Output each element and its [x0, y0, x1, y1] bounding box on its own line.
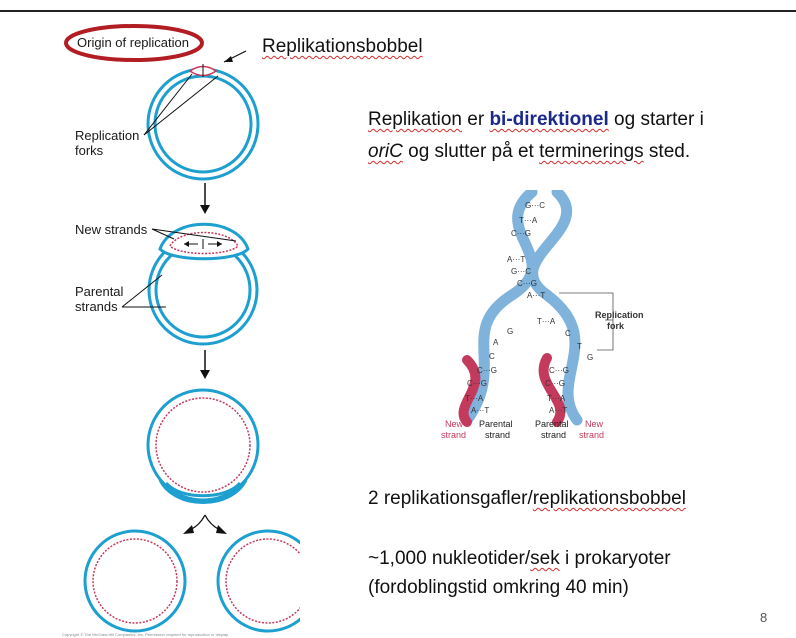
new-strand-left-2: strand: [441, 430, 466, 440]
stage-3-lower-bubble: [158, 479, 248, 504]
bp-top-3: C···G: [511, 229, 531, 238]
bp-right-3: C···G: [545, 379, 565, 388]
bp-right-5: A···T: [549, 406, 567, 415]
new-strands-label: New strands: [75, 222, 148, 237]
daughter-circle-left: [83, 529, 187, 633]
bp-left-4: T···A: [465, 394, 484, 403]
circle-stage-1: [146, 67, 260, 181]
bp-left-5: A···T: [471, 406, 489, 415]
bi-direktionel-highlight: bi-direktionel: [489, 109, 609, 130]
parental-label-line2: strands: [75, 299, 118, 314]
paragraph-1-line-1: Replikation er bi-direktionel og starter…: [368, 109, 704, 130]
word-replikation: Replikation: [368, 109, 462, 130]
parental-strand-1b: strand: [485, 430, 510, 440]
daughter-circle-right: [216, 529, 300, 633]
forks-label-line1: Replication: [75, 128, 140, 143]
bp-right-4: T···A: [547, 394, 566, 403]
base-c-1: C: [565, 329, 571, 338]
oric-term: oriC: [368, 141, 403, 162]
origin-oval: [64, 24, 204, 62]
circle-stage-3: [146, 388, 260, 502]
origin-label: Origin of replication: [77, 35, 189, 50]
top-rule: [0, 10, 796, 12]
parental-strand-1a: Parental: [479, 419, 513, 429]
new-strand-left-1: New: [445, 419, 464, 429]
replication-diagram: [64, 24, 300, 633]
base-g-1: G: [507, 327, 513, 336]
forks-label-line2: forks: [75, 143, 104, 158]
base-t: T: [577, 342, 582, 351]
bp-top-7: A···T: [527, 291, 545, 300]
fork-label-line2: fork: [607, 321, 625, 331]
fork-label-line1: Replication: [595, 310, 644, 320]
bubble-title: Replikationsbobbel: [262, 36, 423, 57]
base-c-2: C: [489, 352, 495, 361]
paragraph-1-line-2: oriC og slutter på et terminerings sted.: [368, 141, 691, 162]
copyright-note: Copyright © The McGraw-Hill Companies, I…: [62, 632, 229, 637]
bp-top-5: G···C: [511, 267, 531, 276]
bp-top-2: T···A: [519, 216, 538, 225]
base-g-2: G: [587, 353, 593, 362]
parental-strand-2a: Parental: [535, 419, 569, 429]
forks-per-bubble-line: 2 replikationsgafler/replikationsbobbel: [368, 488, 686, 509]
bp-top-1: G···C: [525, 201, 545, 210]
base-a: A: [493, 338, 499, 347]
bp-left-2: C···G: [477, 366, 497, 375]
parental-strand-2b: strand: [541, 430, 566, 440]
page-number: 8: [760, 610, 768, 625]
new-strand-right-1: New: [585, 419, 604, 429]
bp-left-3: C···G: [467, 379, 487, 388]
new-strand-right-2: strand: [579, 430, 604, 440]
parental-label-line1: Parental: [75, 284, 124, 299]
rate-line: ~1,000 nukleotider/sek i prokaryoter: [368, 548, 671, 569]
bp-right-2: C···G: [549, 366, 569, 375]
bp-top-6: C···G: [517, 279, 537, 288]
dna-fork-figure: G···C T···A C···G A···T G···C C···G A···…: [441, 190, 644, 440]
bp-right-1: T···A: [537, 317, 556, 326]
bp-top-4: A···T: [507, 255, 525, 264]
doubling-time-line: (fordoblingstid omkring 40 min): [368, 577, 629, 598]
